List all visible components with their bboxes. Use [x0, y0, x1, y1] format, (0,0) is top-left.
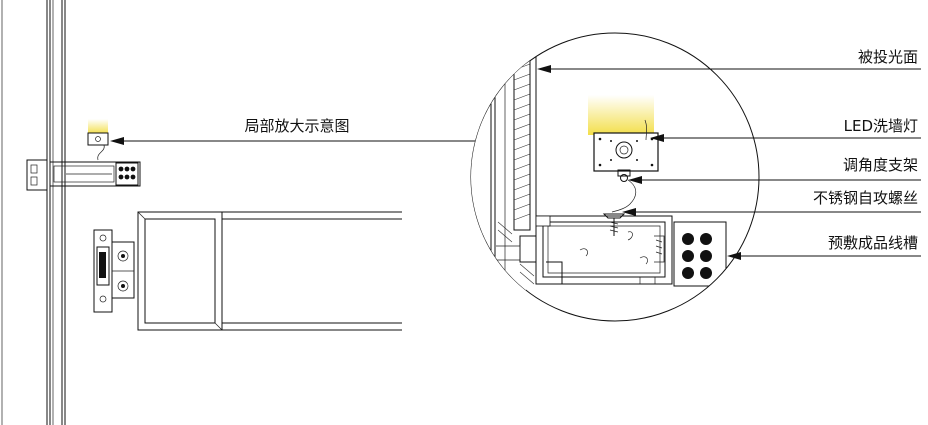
steel-square-tube — [137, 211, 402, 331]
label-pre-laid-wire-slot: 预敷成品线槽 — [828, 234, 918, 252]
label-self-tapping-screw: 不锈钢自攻螺丝 — [813, 189, 918, 207]
pre-laid-wire-slot — [673, 221, 727, 287]
small-led-wall-washer — [87, 119, 109, 161]
facade-wall-column — [1, 0, 66, 425]
led-wall-washer-body — [593, 119, 659, 172]
label-leaders — [537, 65, 921, 260]
label-reflective-surface: 被投光面 — [858, 48, 918, 66]
aluminium-profile-detail — [496, 215, 673, 285]
support-bracket — [93, 229, 135, 313]
callout-label: 局部放大示意图 — [244, 117, 349, 135]
label-adjustable-bracket: 调角度支架 — [843, 156, 918, 174]
angle-bracket-detail — [611, 169, 637, 213]
detail-callout: 局部放大示意图 — [110, 117, 478, 145]
small-aluminium-profile — [26, 159, 141, 191]
light-beam — [588, 95, 654, 135]
self-tapping-screw — [602, 213, 626, 236]
label-led-wall-washer: LED洗墙灯 — [844, 117, 918, 135]
